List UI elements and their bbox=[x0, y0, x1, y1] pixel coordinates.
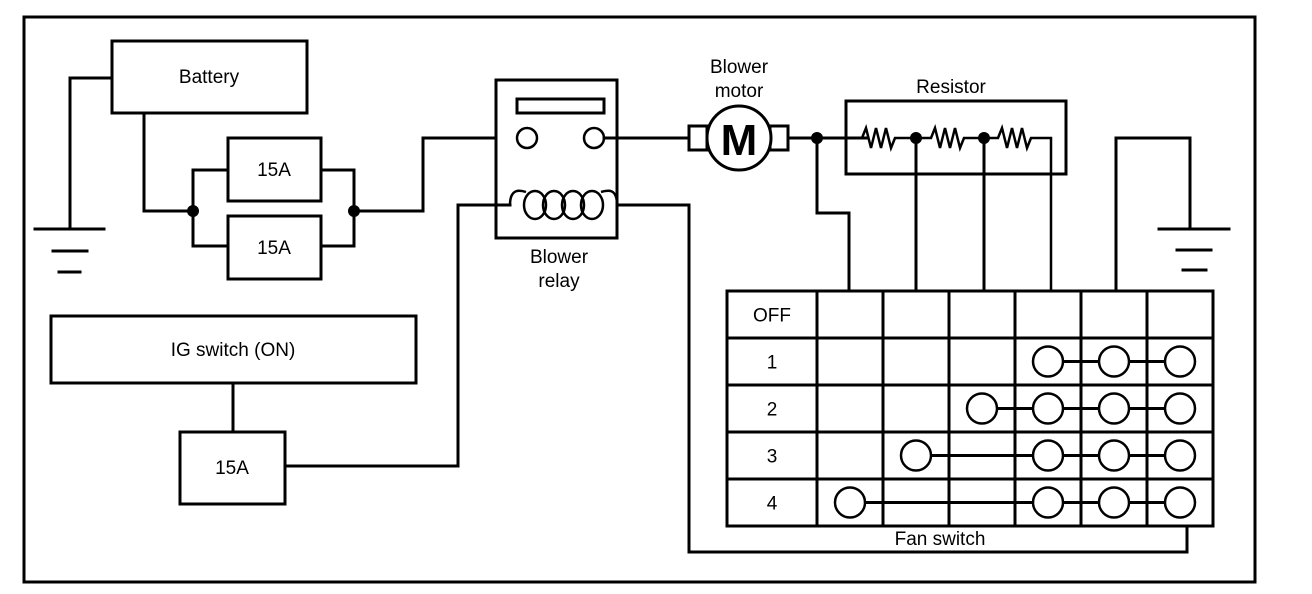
motor-symbol: M bbox=[721, 116, 758, 165]
wire-fuses-relay bbox=[352, 136, 526, 213]
fan-switch-cell bbox=[815, 383, 885, 434]
fan-switch-cell bbox=[881, 383, 951, 434]
fan-switch-position-label: 2 bbox=[767, 400, 778, 421]
blower-motor-label-2: motor bbox=[715, 81, 764, 102]
fan-switch-row: 3 bbox=[725, 430, 1215, 481]
ground-icon-right bbox=[1114, 136, 1231, 292]
fan-switch-row: 1 bbox=[725, 336, 1215, 387]
fan-switch-position-label: 3 bbox=[767, 447, 778, 468]
fan-switch-row: OFF bbox=[725, 289, 1215, 340]
fan-switch-row-label-cell bbox=[725, 289, 819, 340]
fan-switch-row-label-cell bbox=[725, 477, 819, 528]
fan-switch-contact bbox=[833, 486, 867, 519]
fuse-15a-upper-label: 15A bbox=[257, 160, 291, 181]
wire-battery-fuses bbox=[142, 111, 195, 213]
fan-switch-contact bbox=[1097, 486, 1131, 519]
blower-relay-label-2: relay bbox=[538, 271, 580, 292]
fan-switch-row-label-cell bbox=[725, 383, 819, 434]
fan-switch-contact bbox=[1031, 345, 1065, 378]
fan-switch-contact bbox=[899, 439, 933, 472]
fan-switch-cell bbox=[881, 336, 951, 387]
fan-switch-contact bbox=[1097, 392, 1131, 425]
blower-relay: Blower relay bbox=[494, 78, 619, 292]
ig-switch-box: IG switch (ON) bbox=[49, 314, 418, 385]
fan-switch-contact bbox=[1163, 345, 1197, 378]
fan-switch-cell bbox=[815, 289, 885, 340]
fan-switch-cell bbox=[815, 430, 885, 481]
fuse-15a-upper: 15A bbox=[226, 136, 323, 203]
fan-switch-cell bbox=[815, 336, 885, 387]
fan-switch-row: 4 bbox=[725, 477, 1215, 528]
wire-fuse-left-bus bbox=[191, 168, 230, 248]
blower-motor-label-1: Blower bbox=[710, 57, 769, 78]
blower-relay-label-1: Blower bbox=[530, 247, 589, 268]
fan-switch-cell bbox=[1013, 289, 1083, 340]
blower-motor: Blower motor M bbox=[687, 57, 790, 172]
fan-switch-contact bbox=[1097, 345, 1131, 378]
fan-switch-contact bbox=[1031, 392, 1065, 425]
resistor: Resistor bbox=[844, 77, 1068, 292]
junction-dot bbox=[187, 205, 199, 217]
fan-switch-contact bbox=[1163, 439, 1197, 472]
fan-switch-contact bbox=[1097, 439, 1131, 472]
fan-switch-cell bbox=[1079, 289, 1149, 340]
fan-switch-contact bbox=[1163, 392, 1197, 425]
fan-switch-cell bbox=[947, 289, 1017, 340]
fuse-15a-lower-label: 15A bbox=[257, 238, 291, 259]
battery-box: Battery bbox=[110, 39, 309, 115]
ground-icon-left bbox=[33, 76, 113, 274]
diagram-frame bbox=[22, 15, 1257, 584]
fan-switch-position-label: OFF bbox=[753, 306, 791, 327]
fan-switch-cell bbox=[947, 336, 1017, 387]
fuse-15a-ig: 15A bbox=[178, 430, 287, 506]
fan-switch-table: OFF 1 2 3 4 bbox=[725, 289, 1215, 528]
fan-switch-label: Fan switch bbox=[895, 529, 986, 550]
fan-switch-contact bbox=[1031, 486, 1065, 519]
fuse-15a-ig-label: 15A bbox=[215, 458, 249, 479]
fan-switch-contact bbox=[965, 392, 999, 425]
fan-switch-position-label: 4 bbox=[767, 494, 778, 515]
fan-switch-row: 2 bbox=[725, 383, 1215, 434]
motor-icon bbox=[705, 104, 773, 172]
ig-switch-label: IG switch (ON) bbox=[171, 340, 296, 361]
wire-fuse-relay-coil bbox=[283, 203, 512, 468]
resistor-label: Resistor bbox=[916, 77, 986, 98]
fan-switch-contact bbox=[1163, 486, 1197, 519]
battery-label: Battery bbox=[179, 67, 240, 88]
fuse-15a-lower: 15A bbox=[226, 214, 323, 281]
wire-motor-fanswitch bbox=[815, 136, 851, 292]
fan-switch-position-label: 1 bbox=[767, 353, 778, 374]
wire-coil-fanswitch bbox=[615, 203, 1189, 554]
fan-switch-row-label-cell bbox=[725, 430, 819, 481]
fan-switch-cell bbox=[1145, 289, 1215, 340]
fan-switch-cell bbox=[881, 289, 951, 340]
fan-switch-contact bbox=[1031, 439, 1065, 472]
